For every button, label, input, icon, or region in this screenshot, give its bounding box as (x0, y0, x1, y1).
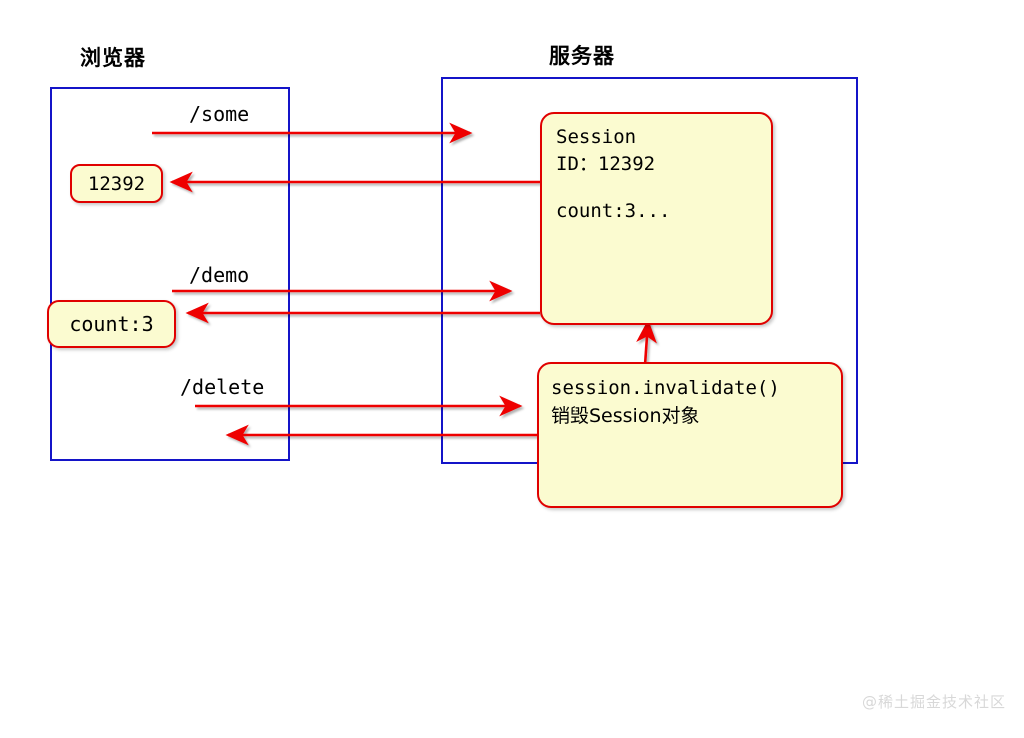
session-box-spacer (556, 178, 771, 198)
count-badge-text: count:3 (69, 312, 154, 336)
session-box-line-title: Session (556, 126, 637, 148)
path-label-some: /some (189, 102, 250, 126)
path-label-demo: /demo (189, 263, 250, 287)
invalidate-box-line-description: 销毁Session对象 (551, 405, 700, 427)
session-object-box: Session ID：12392 count:3... (540, 112, 773, 325)
session-invalidate-box: session.invalidate() 销毁Session对象 (537, 362, 843, 508)
session-id-badge: 12392 (70, 164, 163, 203)
session-id-badge-text: 12392 (87, 172, 146, 195)
path-label-delete: /delete (180, 375, 265, 399)
session-box-line-id: ID：12392 (556, 153, 656, 175)
count-badge: count:3 (47, 300, 176, 348)
browser-lane-title: 浏览器 (80, 46, 146, 70)
session-box-line-count: count:3... (556, 200, 671, 222)
server-lane-title: 服务器 (549, 44, 615, 68)
browser-lane (50, 87, 290, 461)
invalidate-box-line-code: session.invalidate() (551, 377, 780, 399)
watermark: @稀土掘金技术社区 (861, 693, 1006, 711)
